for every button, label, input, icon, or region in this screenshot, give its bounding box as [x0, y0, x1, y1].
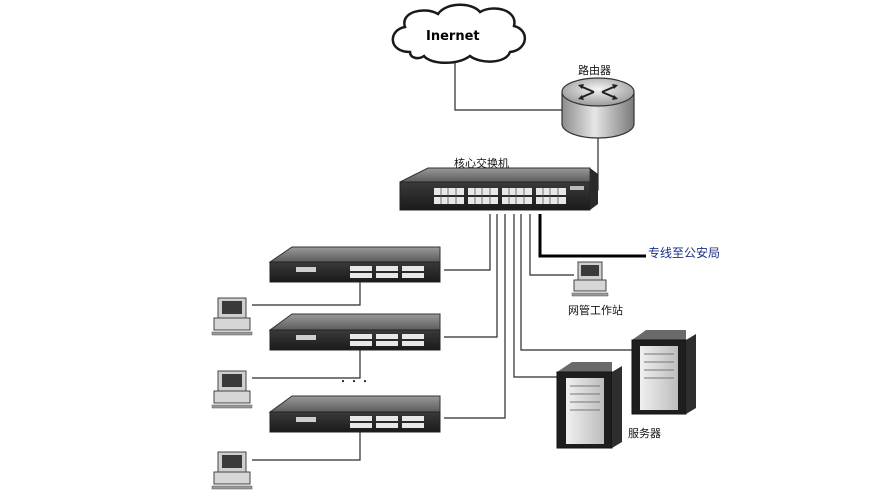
link-police-line [538, 214, 646, 258]
workstation-icon [211, 370, 253, 409]
switch-icon [268, 395, 441, 433]
core-switch-label: 核心交换机 [454, 157, 509, 170]
link-core-access3 [444, 214, 506, 419]
nms-workstation-label: 网管工作站 [568, 304, 623, 317]
switch-icon [268, 246, 441, 283]
router-icon [561, 77, 635, 139]
police-line-label: 专线至公安局 [648, 246, 721, 260]
server-icon [556, 362, 622, 449]
internet-label: Inernet [426, 29, 480, 44]
router-label: 路由器 [578, 64, 611, 77]
link-access3-pc [252, 432, 361, 461]
switch-icon [399, 167, 598, 211]
link-internet-router [454, 62, 562, 111]
link-core-access2 [444, 214, 498, 338]
switch-icon [268, 313, 441, 351]
servers-label: 服务器 [628, 427, 661, 440]
link-core-server2 [520, 214, 634, 351]
link-access2-pc [252, 350, 361, 379]
workstation-icon [211, 297, 253, 336]
link-core-nms [529, 214, 574, 276]
ellipsis-label: ・・・ [338, 377, 371, 388]
workstation-icon [211, 451, 253, 490]
cloud-icon [391, 3, 526, 64]
connection-lines [252, 62, 634, 461]
link-access1-pc [252, 282, 361, 306]
workstation-icon [571, 261, 609, 297]
server-icon [631, 330, 696, 415]
link-core-server1 [513, 214, 557, 378]
link-core-access1 [444, 214, 491, 271]
